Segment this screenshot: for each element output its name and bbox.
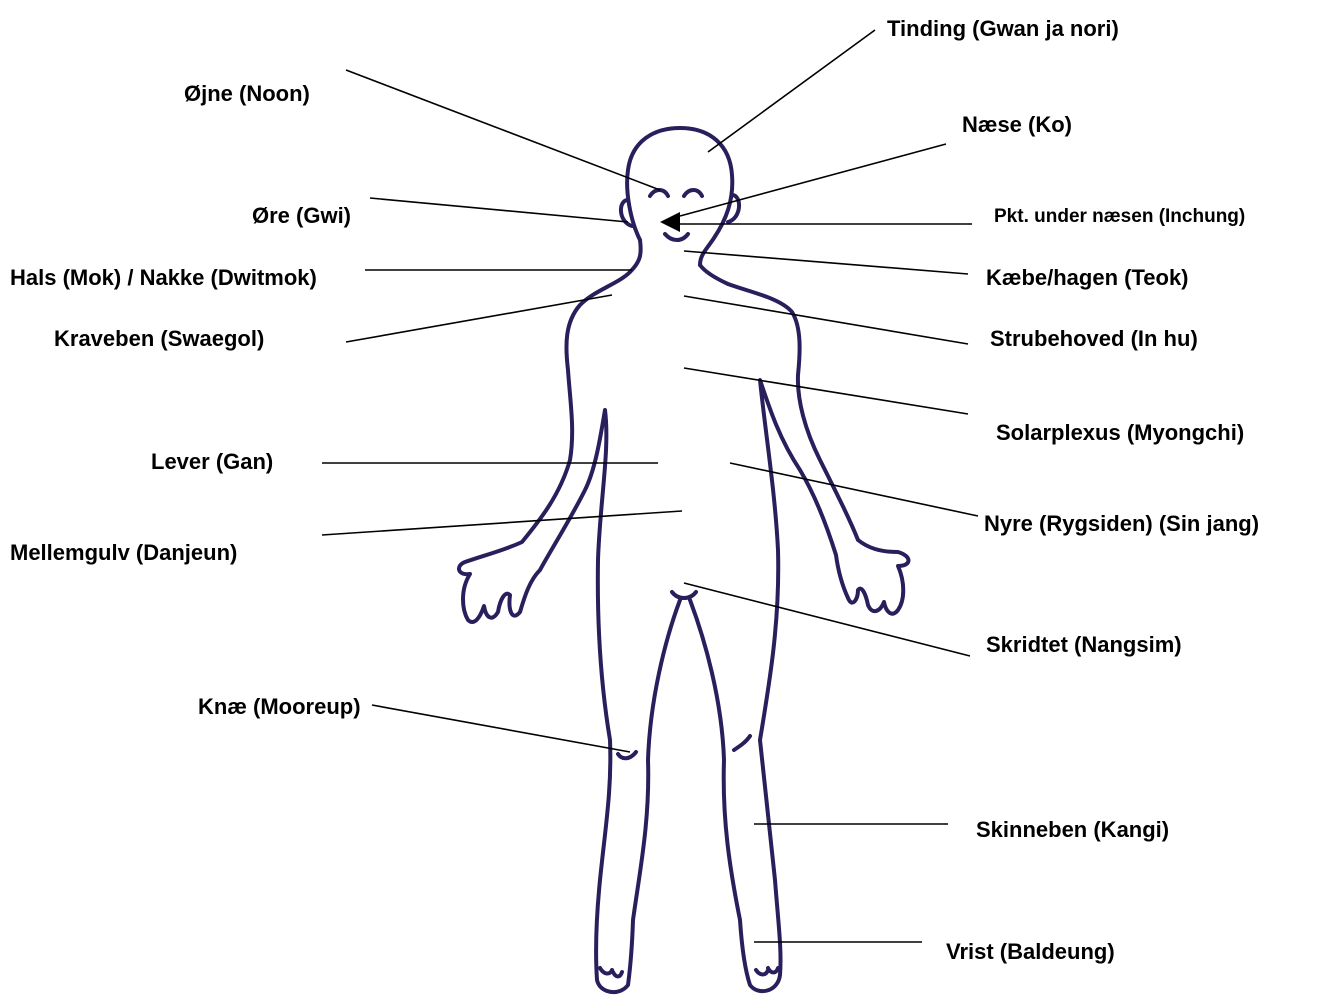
leader-lines [322,30,978,942]
mouth [665,234,688,240]
left-eye [650,190,668,196]
label-tinding: Tinding (Gwan ja nori) [887,16,1119,42]
label-knae: Knæ (Mooreup) [198,694,361,720]
nose-arrowhead [660,212,680,232]
leader-strube [684,296,968,344]
leader-tinding [708,30,875,152]
leader-knae [372,705,630,752]
right-toes [756,968,778,975]
right-knee [734,736,750,750]
crotch [672,592,696,598]
leader-skridt [684,583,970,656]
label-naese: Næse (Ko) [962,112,1072,138]
leader-mellemgulv [322,511,682,535]
leader-ojne [346,70,660,190]
label-vrist: Vrist (Baldeung) [946,939,1115,965]
label-strube: Strubehoved (In hu) [990,326,1198,352]
label-kaebe: Kæbe/hagen (Teok) [986,265,1189,291]
label-lever: Lever (Gan) [151,449,273,475]
label-hals: Hals (Mok) / Nakke (Dwitmok) [10,265,317,291]
leader-nyre [730,463,978,516]
label-skridt: Skridtet (Nangsim) [986,632,1182,658]
label-kraveben: Kraveben (Swaegol) [54,326,264,352]
label-solar: Solarplexus (Myongchi) [996,420,1244,446]
leader-naese [680,144,946,216]
head-outline [627,128,732,265]
leader-solar [684,368,968,414]
right-eye [684,190,702,196]
left-knee [618,752,636,758]
leader-kaebe [684,251,968,274]
label-skinneben: Skinneben (Kangi) [976,817,1169,843]
label-inchung: Pkt. under næsen (Inchung) [994,204,1245,230]
label-ore: Øre (Gwi) [252,203,351,229]
body-left-side [459,240,680,992]
left-toes [600,968,622,977]
body-outline [459,128,909,992]
leader-ore [370,198,628,222]
label-mellemgulv: Mellemgulv (Danjeun) [10,540,237,566]
label-ojne: Øjne (Noon) [184,81,310,107]
label-nyre: Nyre (Rygsiden) (Sin jang) [984,511,1259,537]
